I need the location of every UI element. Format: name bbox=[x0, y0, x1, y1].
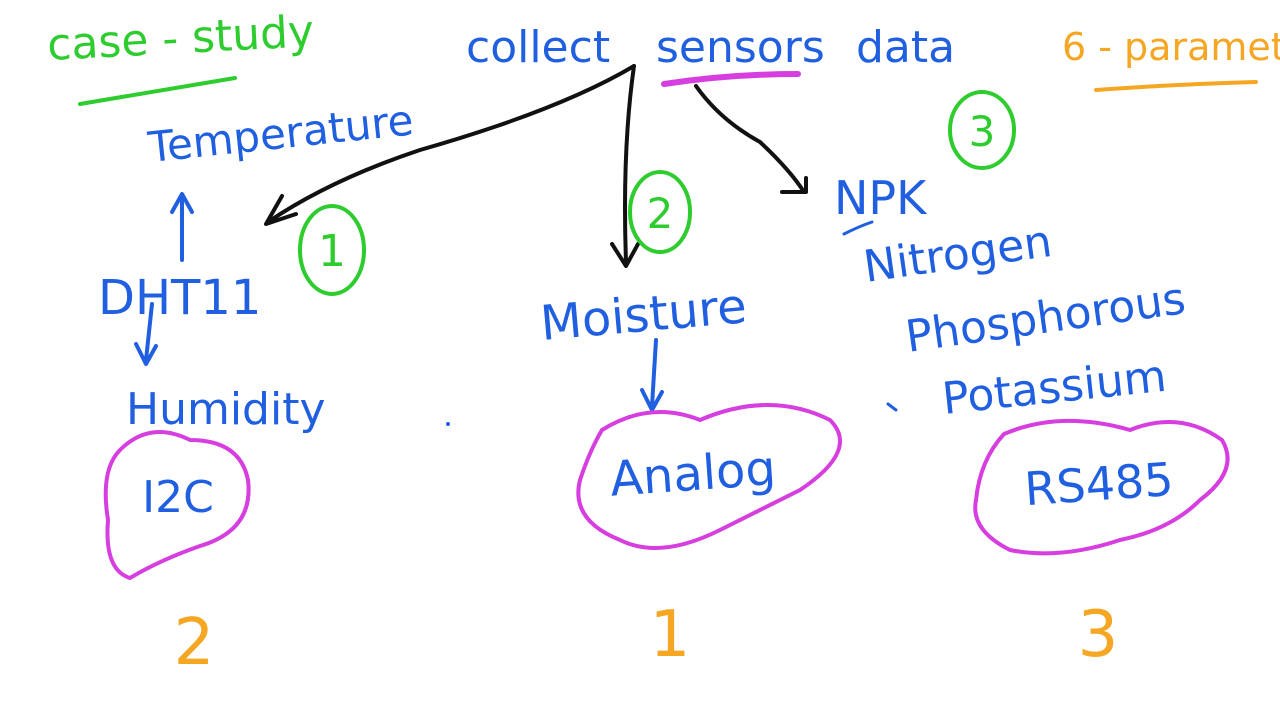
stray-mark bbox=[886, 402, 898, 412]
sensor-3-index-circle bbox=[948, 90, 1016, 170]
arrow-head-sensor-1 bbox=[264, 194, 298, 226]
sensor-1-name: DHT11 bbox=[98, 270, 261, 326]
sensor-2-name: Moisture bbox=[538, 278, 749, 352]
arrow-to-sensor-2 bbox=[623, 64, 636, 264]
case-study-underline bbox=[78, 76, 237, 106]
sensor-3-protocol-blob bbox=[973, 418, 1230, 556]
arrow-to-sensor-1 bbox=[266, 64, 636, 224]
sensor-3-index: 3 bbox=[969, 107, 996, 156]
parameters-underline bbox=[1094, 80, 1258, 92]
parameters-label: 6 - parameter bbox=[1062, 25, 1280, 69]
npk-underline bbox=[842, 220, 874, 236]
sensor-1-output-humidity: Humidity bbox=[126, 384, 326, 435]
sensor-1-count: 2 bbox=[174, 606, 215, 680]
arrow-down-analog bbox=[640, 338, 664, 412]
title-suffix: data bbox=[856, 22, 955, 73]
sensor-2-count: 1 bbox=[650, 598, 691, 672]
arrow-head-sensor-2 bbox=[610, 242, 640, 268]
sensor-3-name: NPK bbox=[834, 171, 928, 225]
sensor-2-protocol: Analog bbox=[608, 440, 777, 507]
stray-dot bbox=[446, 422, 450, 426]
arrow-down-humidity bbox=[134, 302, 158, 366]
title-prefix: collect bbox=[466, 22, 610, 73]
arrow-head-sensor-3 bbox=[780, 176, 808, 194]
sensors-highlight-underline bbox=[661, 71, 801, 87]
sensor-2-index: 2 bbox=[647, 189, 674, 238]
title-highlight: sensors bbox=[656, 22, 825, 73]
arrow-to-sensor-3 bbox=[694, 84, 806, 194]
sensor-3-output-potassium: Potassium bbox=[940, 351, 1169, 425]
sensor-2-protocol-blob bbox=[576, 403, 842, 550]
arrow-up-temperature bbox=[170, 192, 194, 262]
sensor-3-output-nitrogen: Nitrogen bbox=[860, 216, 1055, 293]
sensor-2-index-circle bbox=[628, 170, 692, 254]
sensor-1-index: 1 bbox=[318, 226, 346, 277]
sensor-3-protocol: RS485 bbox=[1023, 452, 1175, 516]
sensor-1-index-circle bbox=[298, 204, 366, 296]
sensor-1-protocol: I2C bbox=[142, 472, 214, 523]
sensor-1-output-temperature: Temperature bbox=[145, 95, 416, 172]
sensor-3-output-phosphorous: Phosphorous bbox=[902, 273, 1188, 363]
sensor-3-count: 3 bbox=[1078, 598, 1119, 672]
case-study-label: case - study bbox=[46, 6, 315, 71]
sensor-1-protocol-blob bbox=[103, 430, 251, 580]
